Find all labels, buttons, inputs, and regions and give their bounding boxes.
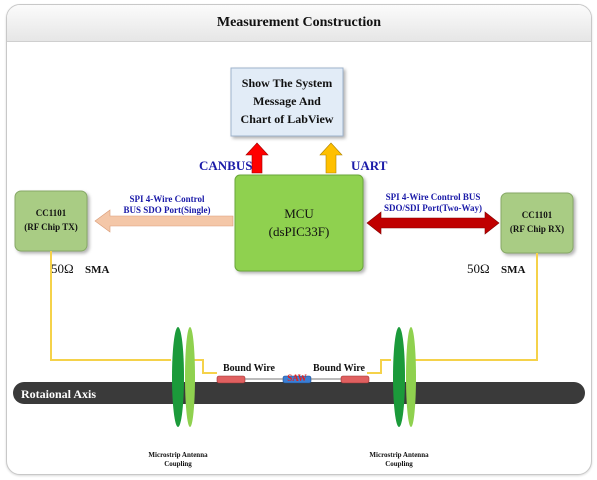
coupling-left-line-2: Coupling xyxy=(164,460,192,468)
rx-chip-role: (RF Chip RX) xyxy=(510,224,564,234)
uart-arrow xyxy=(319,142,343,174)
mcu-model: (dsPIC33F) xyxy=(269,224,330,239)
rx-chip-name: CC1101 xyxy=(522,210,553,220)
system-message-line-3: Chart of LabView xyxy=(241,112,334,126)
left-bus-line-2: BUS SDO Port(Single) xyxy=(123,205,210,215)
bound-wire-left-label: Bound Wire xyxy=(223,363,276,374)
rotational-axis xyxy=(13,382,585,404)
diagram-frame: Measurement Construction Show The System… xyxy=(6,4,592,475)
tx-chip-name: CC1101 xyxy=(36,208,67,218)
left-antenna-coupling xyxy=(172,327,195,427)
canbus-arrow xyxy=(245,142,269,174)
tx-chip-role: (RF Chip TX) xyxy=(24,222,78,232)
bound-wire-right-label: Bound Wire xyxy=(313,363,366,374)
coupling-right-line-1: Microstrip Antenna xyxy=(369,451,429,459)
saw-label: SAW xyxy=(287,373,307,383)
right-bus-arrow xyxy=(366,211,500,235)
right-antenna-coupling xyxy=(393,327,416,427)
bond-pad-right xyxy=(340,375,370,384)
canbus-label: CANBUS xyxy=(199,158,252,173)
sma-left-ohm: 50Ω xyxy=(51,261,74,276)
mcu-box: MCU (dsPIC33F) xyxy=(234,174,364,272)
axis-label: Rotaional Axis xyxy=(21,387,96,401)
system-message-line-2: Message And xyxy=(253,94,321,108)
sma-right-ohm: 50Ω xyxy=(467,261,490,276)
diagram-title: Measurement Construction xyxy=(7,5,591,42)
tx-chip-box: CC1101 (RF Chip TX) xyxy=(14,190,88,252)
mcu-label: MCU xyxy=(284,206,314,221)
left-bus-arrow xyxy=(94,209,234,233)
sma-right-label: SMA xyxy=(501,264,526,276)
bond-pad-left xyxy=(216,375,246,384)
coupling-right-line-2: Coupling xyxy=(385,460,413,468)
coupling-left-line-1: Microstrip Antenna xyxy=(148,451,208,459)
diagram-canvas: Show The System Message And Chart of Lab… xyxy=(13,67,585,468)
sma-left-label: SMA xyxy=(85,264,110,276)
system-message-line-1: Show The System xyxy=(242,76,332,90)
left-bus-line-1: SPI 4-Wire Control xyxy=(129,194,205,204)
right-bus-line-2: SDO/SDI Port(Two-Way) xyxy=(384,203,482,213)
system-message-box: Show The System Message And Chart of Lab… xyxy=(230,67,344,137)
rx-chip-box: CC1101 (RF Chip RX) xyxy=(500,192,574,254)
right-bus-line-1: SPI 4-Wire Control BUS xyxy=(386,192,481,202)
rf-wires xyxy=(50,251,538,374)
uart-label: UART xyxy=(351,158,388,173)
